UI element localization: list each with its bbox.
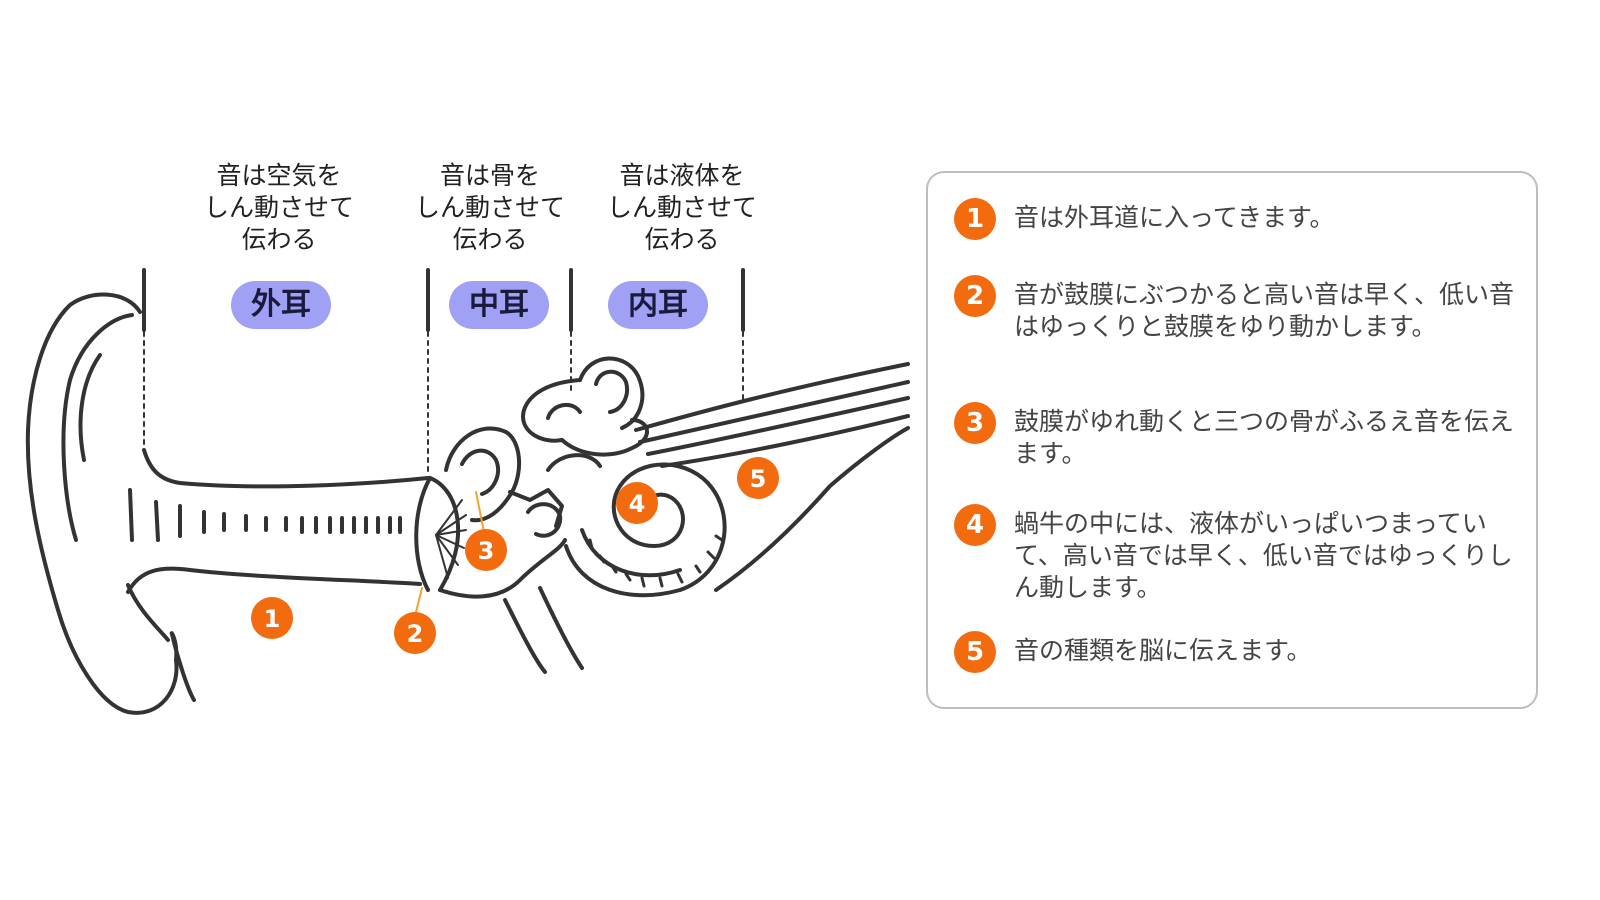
auditory-nerve — [634, 362, 910, 592]
cochlea — [564, 462, 727, 598]
marker-2: 2 — [394, 612, 436, 654]
caption-line: しん動させて — [606, 193, 757, 222]
caption-line: 伝わる — [241, 225, 317, 254]
legend-number-badge: 4 — [954, 504, 996, 546]
outer-ear — [25, 292, 196, 715]
ear-canal — [126, 448, 430, 594]
legend-box: 1 音は外耳道に入ってきます。 2 音が鼓膜にぶつかると高い音は早く、低い音はゆ… — [926, 171, 1538, 709]
eardrum — [414, 476, 467, 592]
svg-text:2: 2 — [407, 620, 424, 648]
legend-number-badge: 1 — [954, 198, 996, 240]
leader-lines — [415, 491, 485, 613]
legend-text: 音は外耳道に入ってきます。 — [1014, 203, 1335, 232]
svg-text:1: 1 — [264, 605, 281, 633]
legend-number-badge: 5 — [954, 631, 996, 673]
legend-text: 鼓膜がゆれ動くと三つの骨がふるえ音を伝えます。 — [1014, 407, 1515, 468]
marker-4: 4 — [616, 482, 658, 524]
caption-line: 音は骨を — [439, 161, 540, 190]
legend-number-badge: 2 — [954, 275, 996, 317]
caption-line: 音は液体を — [619, 161, 745, 190]
caption-line: 伝わる — [452, 225, 528, 254]
outer-ear-label: 外耳 — [231, 281, 331, 329]
semicircular-canals — [521, 356, 649, 472]
outer-ear-caption: 音は空気を しん動させて 伝わる — [179, 160, 379, 256]
inner-ear-label: 内耳 — [608, 281, 708, 329]
middle-ear-label: 中耳 — [449, 281, 549, 329]
legend-text: 音の種類を脳に伝えます。 — [1014, 636, 1312, 665]
svg-text:3: 3 — [478, 537, 495, 565]
legend-text: 蝸牛の中には、液体がいっぱいつまっていて、高い音では早く、低い音ではゆっくりしん… — [1014, 509, 1513, 602]
caption-line: しん動させて — [203, 193, 354, 222]
caption-line: 音は空気を — [216, 161, 342, 190]
caption-line: しん動させて — [414, 193, 565, 222]
marker-1: 1 — [251, 597, 293, 639]
inner-ear-caption: 音は液体を しん動させて 伝わる — [582, 160, 782, 256]
marker-3: 3 — [465, 529, 507, 571]
section-dividers — [142, 268, 745, 332]
marker-5: 5 — [737, 457, 779, 499]
middle-ear — [438, 426, 584, 674]
section-guides — [143, 331, 744, 476]
caption-line: 伝わる — [644, 225, 720, 254]
middle-ear-caption: 音は骨を しん動させて 伝わる — [390, 160, 590, 256]
svg-text:4: 4 — [629, 490, 646, 518]
legend-number-badge: 3 — [954, 402, 996, 444]
legend-text: 音が鼓膜にぶつかると高い音は早く、低い音はゆっくりと鼓膜をゆり動かします。 — [1014, 280, 1515, 341]
svg-text:5: 5 — [750, 465, 767, 493]
